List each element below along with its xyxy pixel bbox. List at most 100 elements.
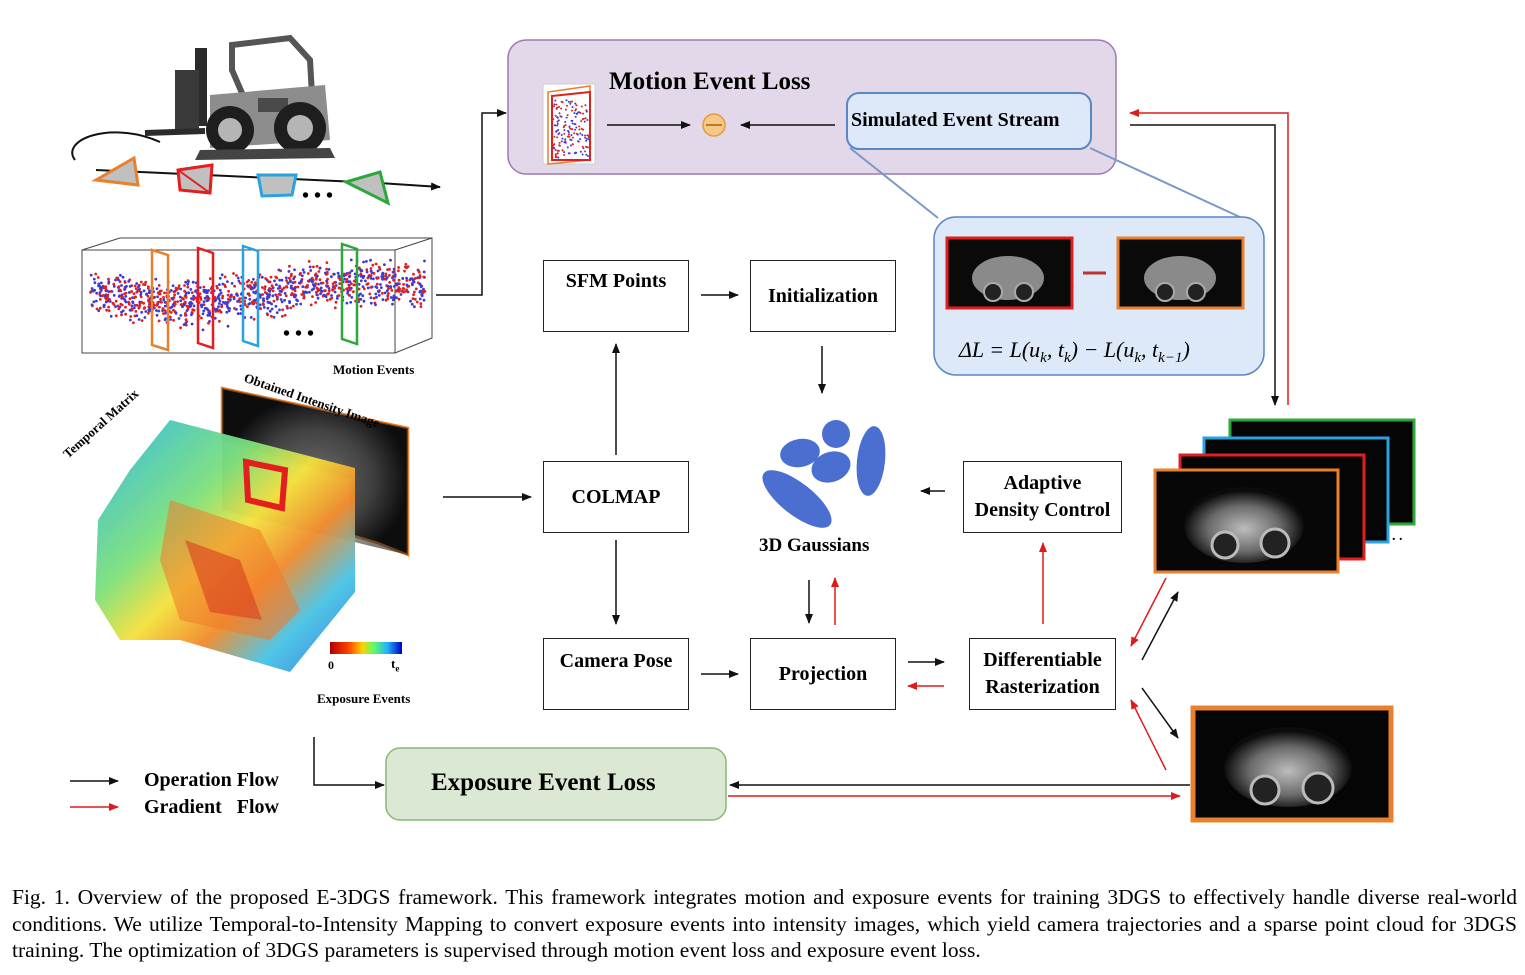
event-dot [565, 99, 568, 102]
event-dot [422, 275, 426, 279]
exposure-event-loss-title: Exposure Event Loss [431, 769, 656, 796]
event-dot [147, 305, 151, 309]
event-dot [160, 300, 163, 304]
event-dot [263, 291, 267, 294]
event-dot [423, 290, 427, 293]
event-dot [308, 265, 312, 269]
event-dot [571, 122, 574, 125]
event-dot [100, 281, 103, 285]
event-dot [161, 307, 165, 310]
event-dot [200, 303, 204, 307]
event-dot [254, 298, 257, 302]
event-dot [293, 289, 297, 293]
event-dot [563, 151, 566, 154]
event-dot [248, 286, 252, 289]
event-dot [124, 291, 128, 295]
event-dot [218, 319, 221, 323]
event-dot [173, 293, 177, 297]
event-dot [272, 315, 276, 319]
legend-gradient-word1: Gradient [144, 796, 222, 818]
event-dot [325, 279, 328, 283]
colmap-box: COLMAP [543, 461, 689, 533]
event-dot [560, 134, 563, 136]
event-dot [361, 294, 365, 298]
event-dot [137, 318, 141, 321]
event-dot [560, 107, 563, 110]
event-dot [283, 292, 287, 295]
event-dot [190, 322, 194, 326]
event-dot [236, 294, 239, 297]
event-dot [319, 292, 322, 296]
event-dot [128, 290, 132, 294]
event-dot [370, 271, 374, 275]
event-dot [236, 312, 240, 315]
event-dot [184, 280, 188, 284]
event-dot [316, 296, 320, 300]
event-dot [409, 299, 412, 303]
event-dot [571, 143, 574, 146]
event-dot [223, 283, 227, 287]
event-dot [130, 304, 134, 308]
event-dot [580, 127, 583, 130]
event-dot [98, 306, 102, 310]
event-dot [288, 264, 291, 268]
event-dot [155, 309, 158, 312]
event-dot [564, 138, 567, 141]
event-dot [112, 282, 116, 286]
event-dot [157, 319, 161, 323]
event-dot [336, 271, 340, 275]
event-dot [404, 262, 408, 266]
event-dot [332, 272, 336, 276]
event-dot [307, 260, 311, 263]
event-dot [123, 281, 127, 284]
event-dot [225, 303, 229, 306]
event-dot [268, 280, 272, 284]
event-dot [117, 307, 121, 311]
event-dot [575, 132, 578, 135]
event-dot [146, 294, 150, 298]
event-dot [289, 306, 293, 310]
event-dot [571, 106, 574, 109]
event-dot [146, 287, 150, 290]
event-dot [281, 308, 285, 312]
event-dot [133, 284, 137, 288]
event-dot [202, 300, 206, 303]
event-dot [265, 297, 269, 301]
diff-raster-line2: Rasterization [985, 676, 1100, 698]
event-dot [178, 295, 182, 299]
event-dot [342, 274, 346, 278]
event-dot [142, 301, 146, 305]
event-dot [225, 310, 229, 314]
event-dot [422, 298, 426, 302]
event-dot [232, 297, 236, 301]
event-dot [586, 146, 589, 149]
event-dot [273, 279, 276, 283]
event-dot [567, 129, 569, 132]
event-dot [140, 310, 144, 314]
event-dot [228, 307, 232, 310]
event-dot [359, 297, 363, 301]
event-dot [411, 297, 415, 300]
event-dot [397, 278, 401, 282]
event-dot [392, 296, 395, 300]
exposure-events-visual [95, 386, 410, 672]
event-dot [142, 289, 146, 293]
colorbar [330, 642, 402, 654]
event-dot [205, 290, 209, 294]
event-dot [119, 302, 123, 306]
event-dot [281, 314, 284, 318]
event-dot [92, 300, 96, 304]
event-dot [379, 286, 383, 289]
event-dot [187, 280, 190, 283]
event-dot [270, 314, 273, 318]
event-dot [395, 282, 398, 286]
event-dot [226, 297, 230, 301]
event-dot [365, 268, 369, 272]
event-dot [171, 284, 175, 288]
event-dot [306, 279, 310, 283]
event-dot [575, 104, 578, 107]
event-dot [226, 293, 230, 297]
event-dot [301, 268, 305, 272]
event-dot [386, 294, 390, 298]
event-dot [271, 294, 275, 298]
